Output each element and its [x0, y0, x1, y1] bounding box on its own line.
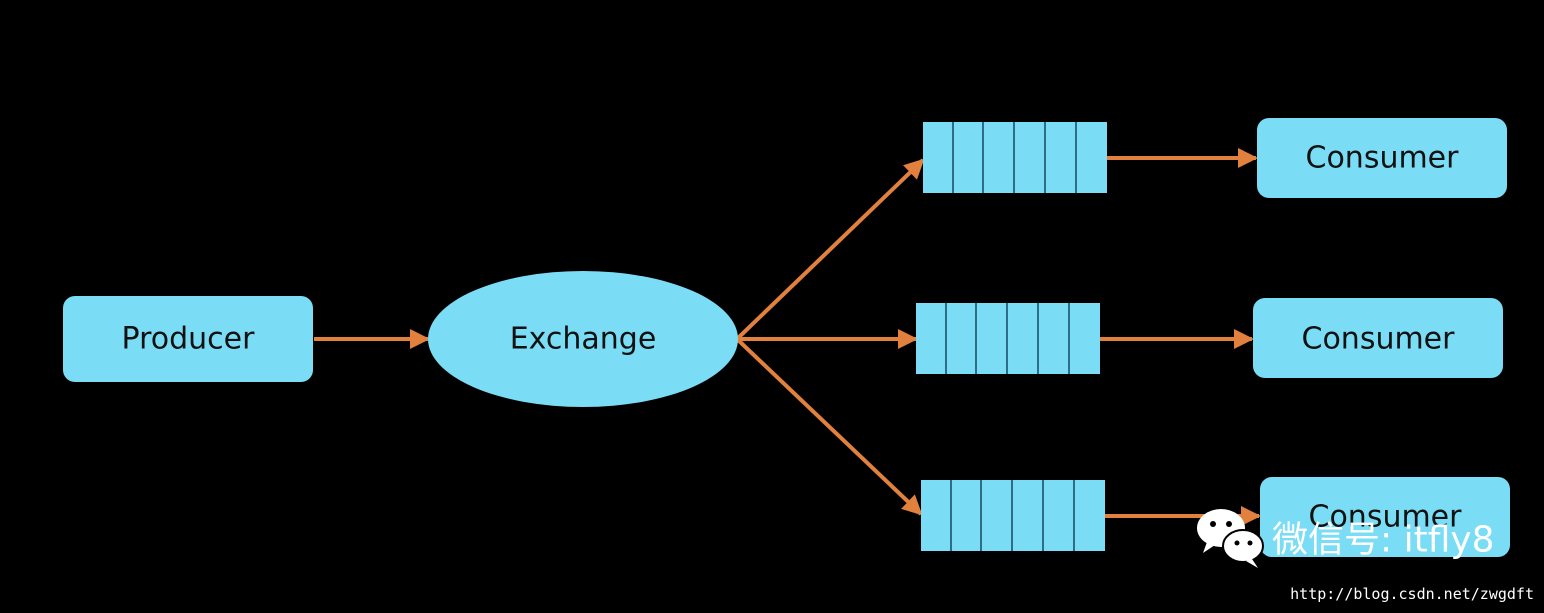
queue-2 — [916, 303, 1100, 374]
consumer-label-1: Consumer — [1306, 141, 1460, 176]
exchange-label: Exchange — [510, 322, 657, 357]
queue-3 — [921, 480, 1105, 551]
arrow-exchange-queue-1 — [735, 158, 925, 341]
queue-1 — [923, 122, 1107, 193]
wechat-watermark-text: 微信号: itfly8 — [1272, 520, 1495, 561]
consumer-label-2: Consumer — [1302, 322, 1456, 357]
consumer-node-1: Consumer — [1257, 118, 1507, 198]
exchange-node: Exchange — [428, 271, 738, 407]
wechat-icon — [1197, 509, 1264, 568]
producer-label: Producer — [122, 322, 256, 357]
url-watermark: http://blog.csdn.net/zwgdft — [1290, 585, 1534, 603]
consumer-label-3: Consumer — [1309, 500, 1463, 535]
arrow-exchange-queue-3 — [735, 337, 923, 516]
consumer-node-2: Consumer — [1253, 298, 1503, 378]
producer-node: Producer — [63, 296, 313, 382]
consumer-node-3: Consumer — [1260, 477, 1510, 557]
